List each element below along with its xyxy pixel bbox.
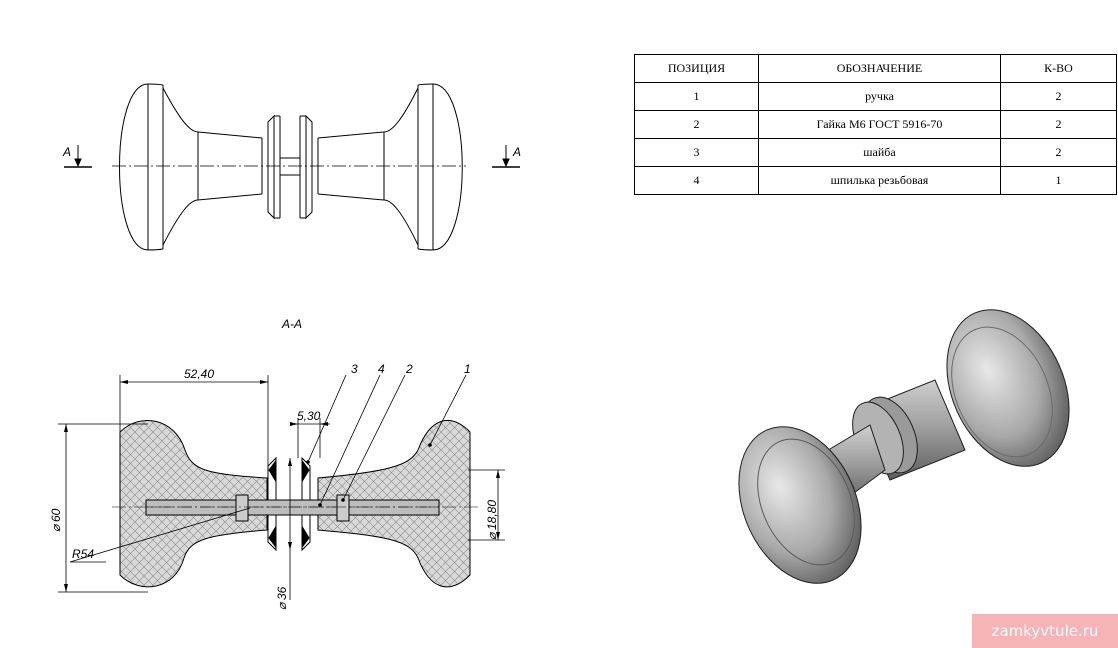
dimension-arrows [64, 380, 500, 592]
cell-quantity: 1 [1000, 166, 1117, 195]
dim-diameter-18: 18,80 [485, 500, 499, 530]
dim-diameter-60: 60 [49, 508, 63, 522]
cell-quantity: 2 [1000, 138, 1117, 167]
header-position: ПОЗИЦИЯ [634, 54, 759, 83]
cell-position: 3 [634, 138, 759, 167]
dim-diameter-18-symbol: ⌀ [485, 531, 499, 540]
cell-designation: шайба [758, 138, 1001, 167]
dim-radius: R54 [72, 547, 94, 561]
dim-diameter-36: 36 [275, 586, 289, 600]
section-title: A-A [281, 317, 302, 331]
table-row: 1 ручка 2 [634, 82, 1117, 111]
callout-1: 1 [464, 362, 471, 376]
callout-3: 3 [351, 362, 358, 376]
cut-mark-left: A [62, 145, 71, 159]
table-row: 3 шайба 2 [634, 138, 1117, 167]
dim-diameter-60-symbol: ⌀ [49, 523, 63, 532]
cell-quantity: 2 [1000, 82, 1117, 111]
dim-washer: 5,30 [297, 409, 321, 423]
cell-position: 2 [634, 110, 759, 139]
dimension-lines [58, 374, 505, 600]
table-row: 4 шпилька резьбовая 1 [634, 166, 1117, 195]
isometric-view [738, 309, 1070, 584]
front-view [64, 83, 520, 251]
callout-4: 4 [378, 362, 385, 376]
header-designation: ОБОЗНАЧЕНИЕ [758, 54, 1001, 83]
cell-position: 4 [634, 166, 759, 195]
cell-quantity: 2 [1000, 110, 1117, 139]
dim-length: 52,40 [184, 367, 214, 381]
parts-table: ПОЗИЦИЯ ОБОЗНАЧЕНИЕ К-ВО 1 ручка 2 2 Гай… [634, 54, 1117, 195]
cell-position: 1 [634, 82, 759, 111]
watermark-link[interactable]: zamkyvtule.ru [972, 614, 1118, 648]
cell-designation: шпилька резьбовая [758, 166, 1001, 195]
section-view [112, 419, 478, 588]
cut-mark-right: A [512, 145, 521, 159]
header-quantity: К-ВО [1000, 54, 1117, 83]
table-row: 2 Гайка М6 ГОСТ 5916-70 2 [634, 110, 1117, 139]
callout-2: 2 [405, 362, 413, 376]
dim-diameter-36-symbol: ⌀ [275, 601, 289, 610]
table-header-row: ПОЗИЦИЯ ОБОЗНАЧЕНИЕ К-ВО [634, 54, 1117, 83]
cell-designation: ручка [758, 82, 1001, 111]
cell-designation: Гайка М6 ГОСТ 5916-70 [758, 110, 1001, 139]
